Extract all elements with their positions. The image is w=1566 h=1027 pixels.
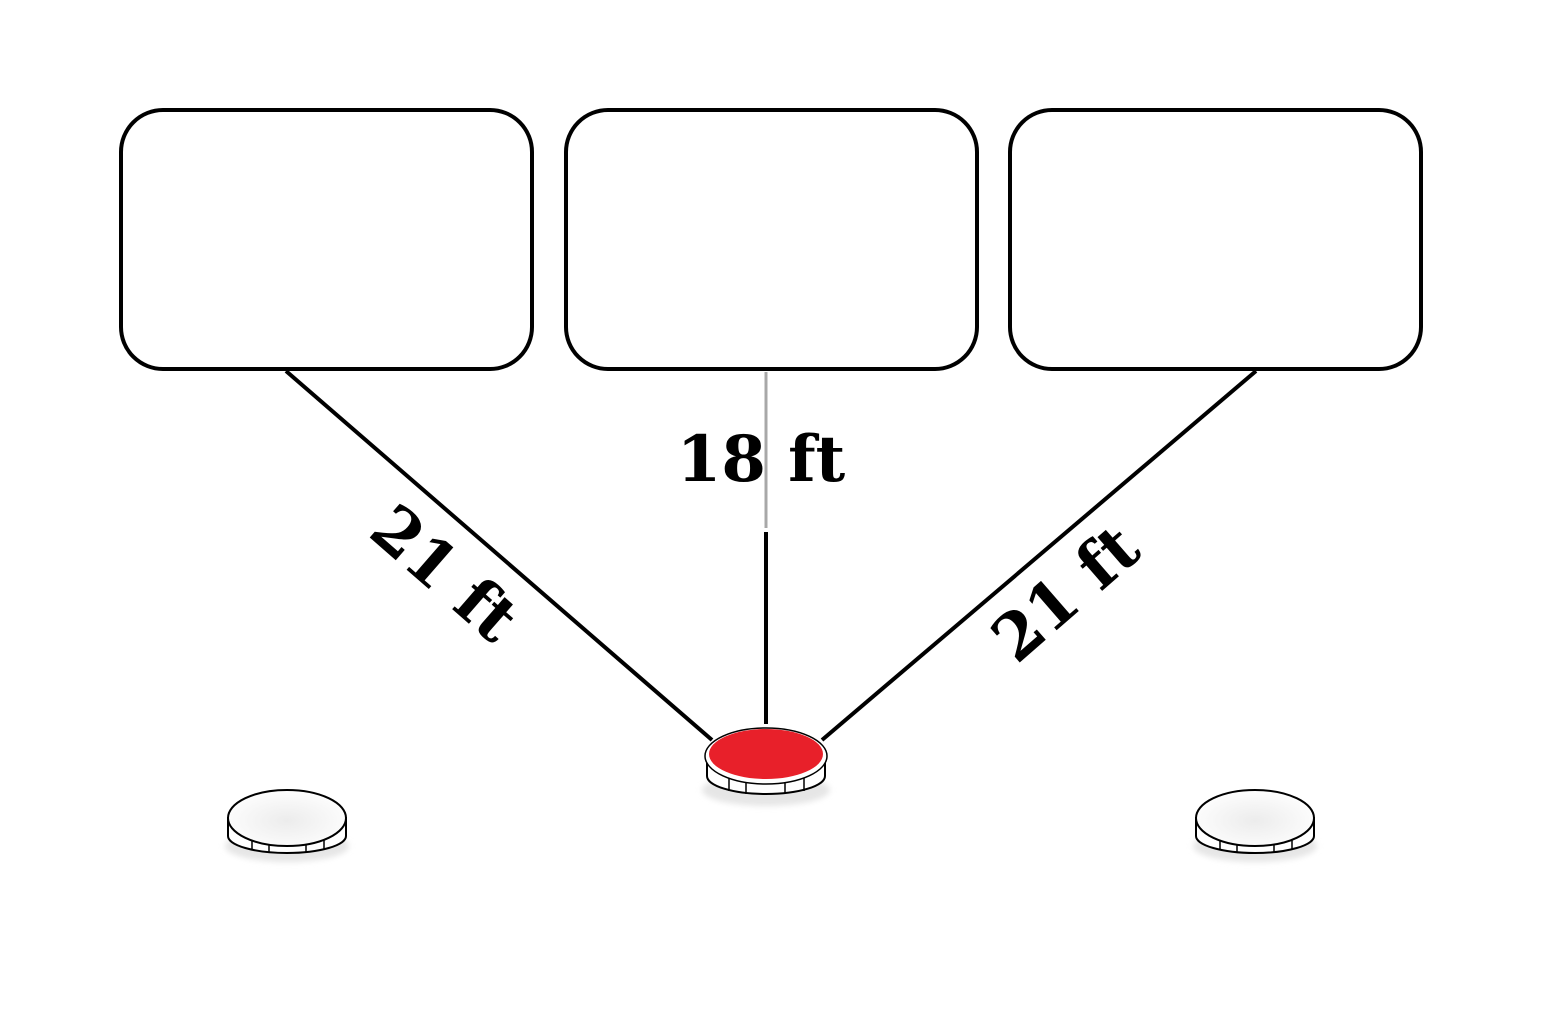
distance-label-center: 18 ft <box>677 422 846 497</box>
distance-label-left: 21 ft <box>356 490 533 657</box>
box-right <box>1008 108 1423 371</box>
box-left <box>119 108 534 371</box>
marker-right <box>1193 789 1317 862</box>
marker-center-top <box>709 729 823 779</box>
marker-left <box>225 789 349 862</box>
line-right <box>820 369 1258 742</box>
marker-center <box>702 727 830 806</box>
line-left <box>284 369 714 742</box>
box-center <box>564 108 979 371</box>
